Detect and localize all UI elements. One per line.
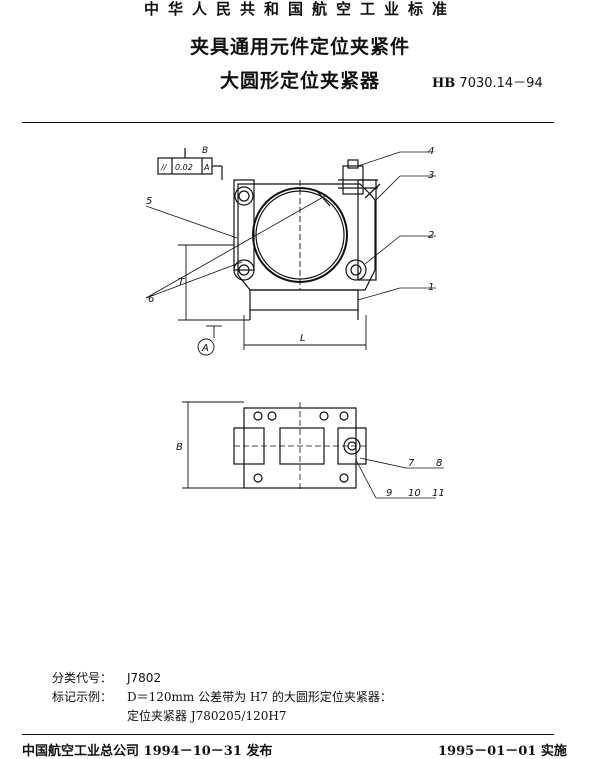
part-number-11: 11 <box>432 488 445 499</box>
standard-code-number: 7030.14－94 <box>459 76 543 91</box>
classification-value: J7802 <box>127 671 162 685</box>
tolerance-datum: A <box>203 163 209 172</box>
standard-code: HB 7030.14－94 <box>432 72 543 91</box>
classification-label: 分类代号： <box>52 671 113 685</box>
part-number-9: 9 <box>386 488 392 499</box>
title-line-2: 大圆形定位夹紧器 <box>219 70 380 92</box>
title-line-1: 夹具通用元件定位夹紧件 <box>189 36 410 58</box>
part-number-1: 1 <box>428 282 434 293</box>
dim-label-width: L <box>300 333 306 344</box>
technical-drawing: B // 0.02 A A T L B 1 2 3 4 5 6 7 8 9 10… <box>145 146 445 499</box>
tolerance-value: 0.02 <box>175 163 193 172</box>
standard-code-prefix: HB <box>432 76 456 91</box>
tolerance-symbol: // <box>160 163 168 172</box>
dim-label-top: B <box>202 146 208 156</box>
part-number-2: 2 <box>428 230 434 241</box>
datum-label: A <box>201 343 209 354</box>
part-number-6: 6 <box>148 294 154 305</box>
effective-date: 1995－01－01 实施 <box>438 744 567 759</box>
marking-example-line-1: D＝120mm 公差带为 H7 的大圆形定位夹紧器： <box>127 690 392 704</box>
part-number-3: 3 <box>428 170 434 181</box>
marking-example-line-2: 定位夹紧器 J780205/120H7 <box>127 709 287 723</box>
part-number-7: 7 <box>408 458 415 469</box>
plan-view <box>182 401 444 499</box>
part-number-8: 8 <box>436 458 442 469</box>
part-number-5: 5 <box>146 196 152 207</box>
dim-label-height: T <box>178 277 185 288</box>
issue-date: 中国航空工业总公司 1994－10－31 发布 <box>22 744 273 759</box>
dim-label-side: B <box>176 442 183 453</box>
standard-header: 中华人民共和国航空工业标准 <box>143 0 456 18</box>
bottom-rule <box>22 734 554 735</box>
part-number-10: 10 <box>408 488 421 499</box>
front-view <box>233 159 381 320</box>
marking-example-label: 标记示例： <box>52 690 113 704</box>
tolerance-frame <box>157 148 223 180</box>
top-rule <box>22 122 554 123</box>
part-number-4: 4 <box>428 146 434 157</box>
